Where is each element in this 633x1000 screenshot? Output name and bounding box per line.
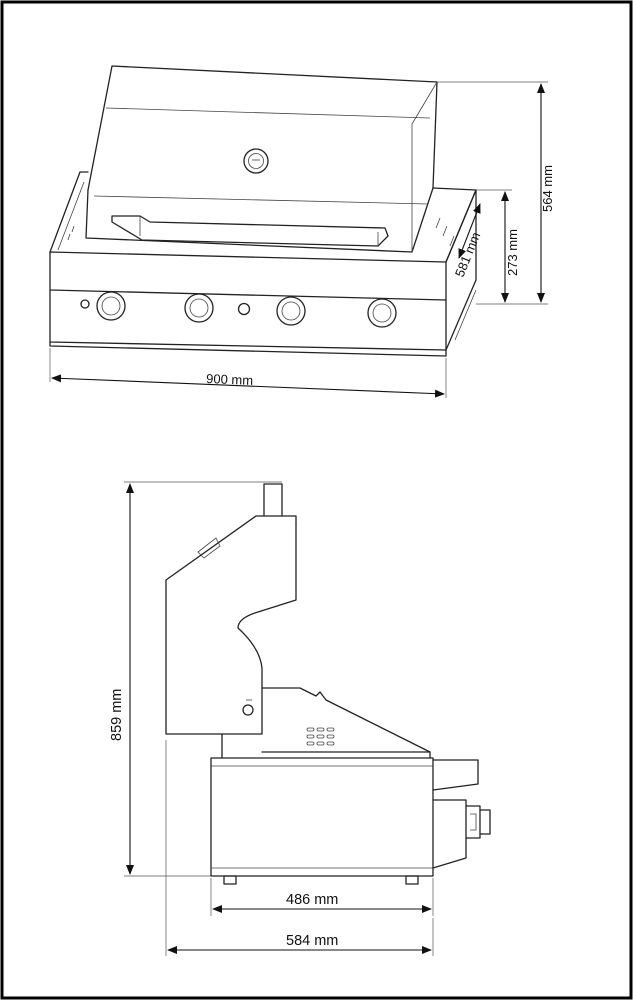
control-housing [432, 799, 467, 869]
side-dimensions: 859 mm 486 mm 584 mm [109, 481, 434, 956]
knob-2 [184, 293, 214, 323]
light-button [80, 299, 90, 309]
burner-knobs [80, 291, 397, 328]
vent-holes [306, 727, 335, 746]
base-height-dimension-label: 273 mm [505, 229, 520, 276]
hood-profile [165, 515, 297, 735]
knob-4 [367, 298, 397, 328]
height-dimension-label: 859 mm [109, 689, 125, 741]
chimney [263, 483, 283, 517]
front-dimensions: 900 mm 564 mm 273 mm 581 mm [49, 81, 555, 398]
side-view-grill [165, 483, 491, 885]
foot-left [223, 875, 237, 885]
base-body [210, 757, 434, 877]
temperature-gauge [243, 148, 269, 174]
knob-1 [96, 291, 126, 321]
width-dimension-label: 900 mm [206, 371, 254, 388]
side-knob [465, 805, 481, 839]
depth-dimension-line [458, 203, 481, 259]
front-panel [432, 759, 479, 791]
fire-box [261, 687, 431, 759]
hood-handle [111, 215, 389, 247]
hood-outline [87, 65, 438, 191]
panel-top [49, 251, 447, 301]
width-dimension-line [51, 374, 445, 398]
knob-3 [276, 296, 306, 326]
total-depth-dimension-label: 584 mm [286, 933, 338, 949]
hood-hinge [242, 704, 254, 716]
hood-front [85, 187, 434, 253]
base-depth-dimension-label: 486 mm [286, 892, 338, 908]
front-view-grill [49, 65, 477, 357]
control-panel [49, 289, 447, 351]
total-height-dimension-label: 564 mm [540, 165, 555, 212]
ignition-button [237, 302, 251, 316]
foot-right [405, 875, 419, 885]
